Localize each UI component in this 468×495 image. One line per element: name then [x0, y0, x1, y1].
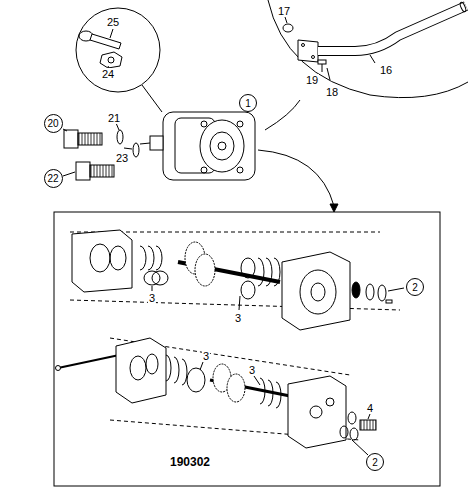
circled-callout: 2: [406, 278, 424, 296]
callout-number: 2: [412, 282, 418, 293]
callout-number: 18: [325, 86, 339, 98]
callout-number: 3: [248, 364, 256, 376]
callout-number: 20: [47, 118, 58, 129]
callout-number: 3: [148, 292, 156, 304]
callout-number: 3: [234, 312, 242, 324]
callout-number: 4: [366, 402, 374, 414]
callout-number: 17: [277, 5, 291, 17]
callout-number: 16: [379, 64, 393, 76]
figure-number: 190302: [169, 456, 211, 468]
callout-number: 22: [47, 173, 58, 184]
callout-number: 25: [106, 16, 120, 28]
circled-callout: 2: [366, 453, 384, 471]
callout-number: 24: [101, 68, 115, 80]
circled-callout: 1: [239, 94, 257, 112]
callout-number: 19: [305, 74, 319, 86]
callout-number: 3: [202, 350, 210, 362]
callout-number: 1: [245, 98, 251, 109]
callout-number: 23: [115, 152, 129, 164]
callout-number: 2: [372, 457, 378, 468]
callout-number: 21: [107, 112, 121, 124]
circled-callout: 22: [44, 169, 63, 188]
circled-callout: 20: [44, 114, 63, 133]
